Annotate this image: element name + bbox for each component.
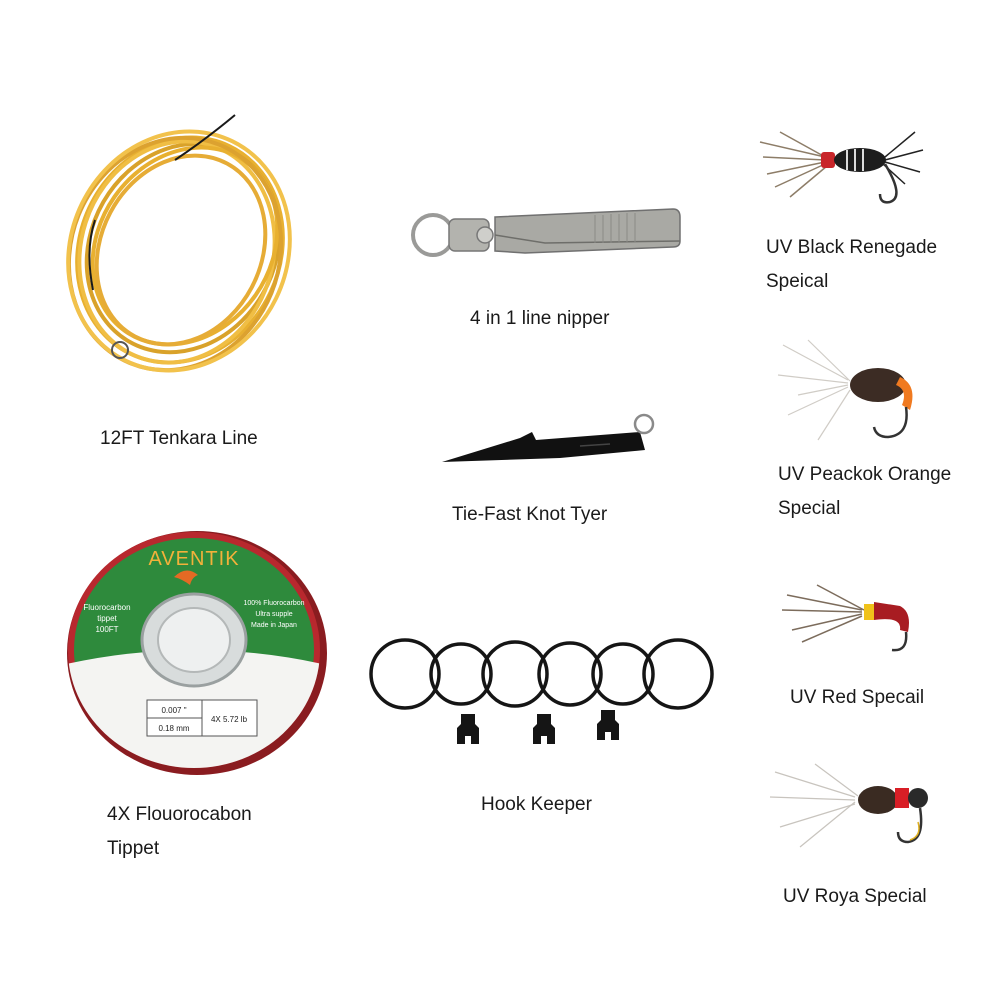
tippet-label: 4X Flouorocabon Tippet: [107, 804, 252, 859]
spool-right-text-1: 100% Fluorocarbon: [243, 600, 304, 607]
knot-tyer-label: Tie-Fast Knot Tyer: [452, 504, 608, 525]
spool-diameter-in: 0.007 ": [161, 706, 186, 715]
o-rings-icon: [369, 638, 714, 744]
fly-icon: [769, 763, 928, 848]
spool-right-text-3: Made in Japan: [251, 622, 297, 629]
nipper-icon: [411, 208, 681, 257]
spool-rating: 4X 5.72 lb: [211, 715, 248, 724]
fly-black-renegade-label: UV Black Renegade Speical: [766, 237, 938, 292]
tenkara-line-label: 12FT Tenkara Line: [100, 428, 258, 449]
nipper-label: 4 in 1 line nipper: [470, 308, 610, 329]
fly-black-renegade-image: [755, 122, 930, 212]
fly-red-label: UV Red Specail: [790, 687, 925, 708]
fly-icon: [777, 339, 913, 441]
fly-peacock-orange-image: [777, 335, 928, 450]
tippet-spool-image: AVENTIK Fluorocarbon tippet 100FT 100% F…: [62, 525, 327, 775]
knot-tyer-icon: [442, 413, 655, 462]
brand-logo-icon: [174, 570, 198, 585]
spool-right-text-2: Ultra supple: [255, 611, 292, 618]
fly-peacock-orange-label: UV Peackok Orange Special: [778, 464, 952, 519]
hook-keeper-image: [365, 632, 720, 757]
spool-diameter-mm: 0.18 mm: [158, 724, 189, 733]
fly-icon: [781, 584, 909, 652]
tippet-spool-icon: AVENTIK Fluorocarbon tippet 100FT 100% F…: [67, 531, 327, 775]
spool-left-text-1: Fluorocarbon: [83, 603, 130, 612]
fly-roya-label: UV Roya Special: [783, 886, 927, 907]
fly-red-image: [781, 580, 922, 660]
spool-brand: AVENTIK: [148, 548, 239, 570]
hook-keeper-label: Hook Keeper: [481, 794, 592, 815]
hook-keeper-clips-icon: [457, 710, 619, 744]
tenkara-line-image: [55, 100, 295, 380]
spool-left-text-2: tippet: [97, 614, 117, 623]
spool-left-text-3: 100FT: [95, 625, 118, 634]
knot-tyer-image: [440, 410, 660, 470]
fly-icon: [759, 131, 924, 204]
fly-roya-image: [769, 762, 935, 857]
line-nipper-image: [405, 195, 685, 275]
coiled-line-icon: [66, 114, 292, 373]
